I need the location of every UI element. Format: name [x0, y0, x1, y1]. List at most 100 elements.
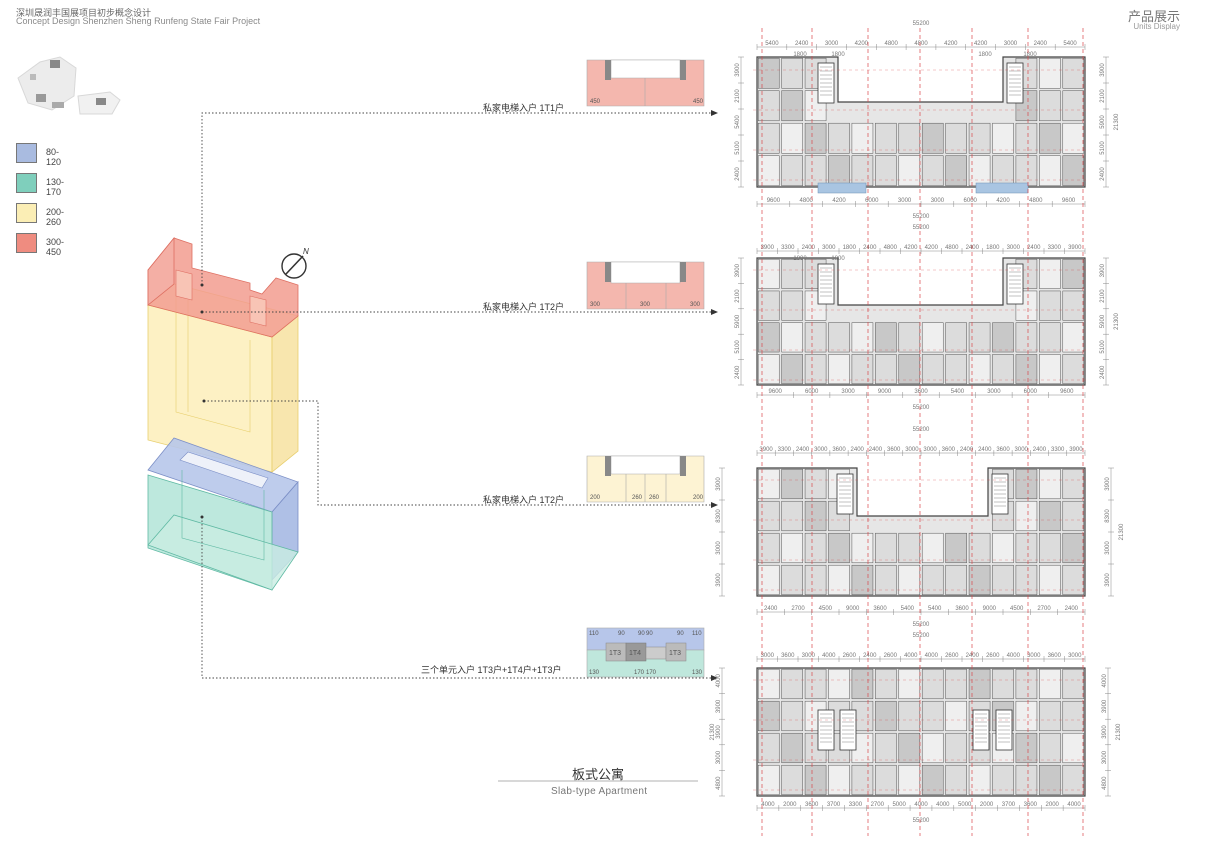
north-compass-icon: N: [281, 247, 309, 279]
plan-room: [1015, 354, 1038, 385]
plan-room: [968, 322, 991, 353]
dimension-label: 3000: [1004, 41, 1018, 47]
plan-room: [992, 122, 1014, 154]
key-plan-label: 110: [692, 631, 702, 637]
dimension-label: 5400: [1063, 41, 1077, 47]
plan-room: [781, 354, 803, 385]
plan-room: [1039, 122, 1061, 154]
plan-room: [1015, 668, 1038, 700]
massing-block-130-170: [147, 470, 299, 591]
plan-room: [968, 122, 991, 154]
dimension-label: 2400: [966, 245, 980, 251]
plan-room: [992, 564, 1014, 596]
dimension-label: 3000: [1027, 653, 1041, 659]
dimension-label: 2100: [735, 89, 741, 103]
dimension-label: 1800: [843, 245, 857, 251]
plan-room: [781, 258, 803, 289]
plan-room: [1062, 700, 1085, 732]
dimension-label: 5400: [901, 606, 915, 612]
legend-swatch-yellow: [16, 203, 37, 223]
plan-room: [1039, 290, 1061, 321]
slab-title-en: Slab-type Apartment: [551, 786, 648, 797]
dimension-label: 3900: [759, 447, 773, 453]
key-plan-label: 300: [590, 302, 601, 308]
plan-room: [828, 322, 850, 353]
plan-room: [1015, 155, 1038, 187]
dimension-label: 3900: [716, 725, 722, 739]
plan-room: [851, 322, 874, 353]
dimension-label: 3900: [1105, 477, 1111, 491]
dimension-label: 3900: [1100, 263, 1106, 277]
dimension-label: 4000: [822, 653, 836, 659]
plan-balcony: [975, 182, 1029, 194]
dimension-label: 3900: [716, 699, 722, 713]
plan-room: [781, 500, 803, 532]
dimension-label: 1800: [793, 52, 807, 58]
plan-room: [1039, 468, 1061, 500]
key-plan-label: 110: [589, 631, 599, 637]
dimension-label: 2000: [783, 802, 797, 808]
dimension-total: 55200: [913, 633, 930, 639]
dimension-total: 55200: [913, 214, 930, 220]
dimension-label: 2400: [978, 447, 992, 453]
plan-room: [781, 468, 803, 500]
key-plan-1t2-a: 300 300 300: [586, 261, 705, 310]
key-plan-label: 90: [618, 631, 625, 637]
plan-room: [898, 764, 921, 796]
dimension-label: 4800: [914, 41, 928, 47]
key-plan-label: 170: [634, 670, 645, 676]
plan-room: [804, 668, 827, 700]
dimension-label: 3900: [735, 263, 741, 277]
dimension-label: 3700: [1002, 802, 1016, 808]
dimension-label: 4000: [1102, 673, 1108, 687]
dimension-label: 3000: [716, 541, 722, 555]
plan-room: [875, 764, 897, 796]
dimension-label: 9600: [1062, 198, 1076, 204]
dimension-label: 8300: [716, 509, 722, 523]
dimension-label: 4800: [800, 198, 814, 204]
key-plan-label: 300: [640, 302, 651, 308]
dimension-label: 2700: [1037, 606, 1051, 612]
plan-room: [968, 354, 991, 385]
dimension-label: 3000: [1015, 447, 1029, 453]
dimension-label: 5400: [951, 389, 965, 395]
dimension-label: 1800: [978, 52, 992, 58]
dimension-label: 3600: [1048, 653, 1062, 659]
legend-label: 80-120: [46, 147, 62, 167]
plan-room: [1062, 90, 1085, 122]
plan-room: [781, 764, 803, 796]
project-title-en: Concept Design Shenzhen Sheng Runfeng St…: [16, 16, 261, 26]
dimension-label: 2400: [851, 447, 865, 453]
plan-room: [945, 732, 967, 764]
dimension-label: 2400: [802, 245, 816, 251]
plan-room: [1015, 532, 1038, 564]
plan-room: [757, 500, 780, 532]
dimension-label: 3600: [781, 653, 795, 659]
plan-room: [851, 354, 874, 385]
plan-room: [921, 532, 944, 564]
dimension-label: 3000: [825, 41, 839, 47]
dimension-total: 21300: [1119, 523, 1125, 540]
plan-room: [757, 290, 780, 321]
dimension-label: 4000: [761, 802, 775, 808]
plan-room: [804, 354, 827, 385]
dimension-label: 2400: [960, 447, 974, 453]
dimension-label: 4800: [1029, 198, 1043, 204]
plan-room: [898, 155, 921, 187]
dimension-label: 4000: [1067, 802, 1081, 808]
plan-room: [945, 354, 967, 385]
dimension-total: 21300: [1114, 113, 1120, 130]
plan-room: [781, 90, 803, 122]
dimension-label: 3000: [931, 198, 945, 204]
plan-room: [1015, 564, 1038, 596]
dimension-label: 3300: [781, 245, 795, 251]
dimension-label: 4000: [716, 673, 722, 687]
dimension-label: 2000: [1046, 802, 1060, 808]
plan-room: [945, 700, 967, 732]
dimension-label: 4000: [936, 802, 950, 808]
plan-room: [757, 122, 780, 154]
dimension-label: 4000: [904, 653, 918, 659]
